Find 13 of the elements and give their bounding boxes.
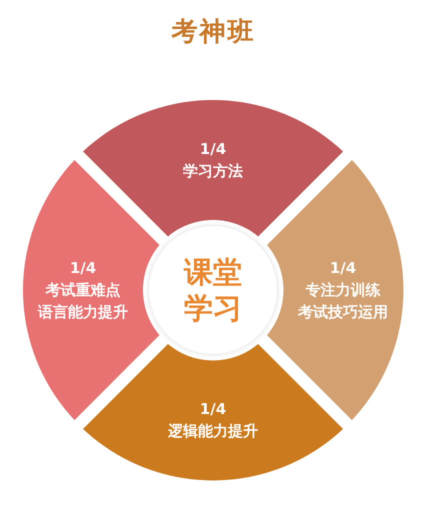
fraction-label: 1/4 <box>198 139 228 160</box>
fraction-label: 1/4 <box>68 258 98 279</box>
fraction-label: 1/4 <box>328 258 358 279</box>
fraction-label: 1/4 <box>198 398 228 420</box>
segment-label: 专注力训练 <box>304 280 382 301</box>
segment-label: 逻辑能力提升 <box>168 420 258 442</box>
segment-label: 语言能力提升 <box>38 302 128 323</box>
diagram-title: 考神班 <box>170 16 256 49</box>
segment-label: 学习方法 <box>182 161 243 182</box>
segment-label: 考试重难点 <box>44 280 122 301</box>
center-circle <box>149 226 277 354</box>
segment-label: 考试技巧运用 <box>298 302 388 323</box>
center-label: 课堂学习 <box>182 254 243 326</box>
